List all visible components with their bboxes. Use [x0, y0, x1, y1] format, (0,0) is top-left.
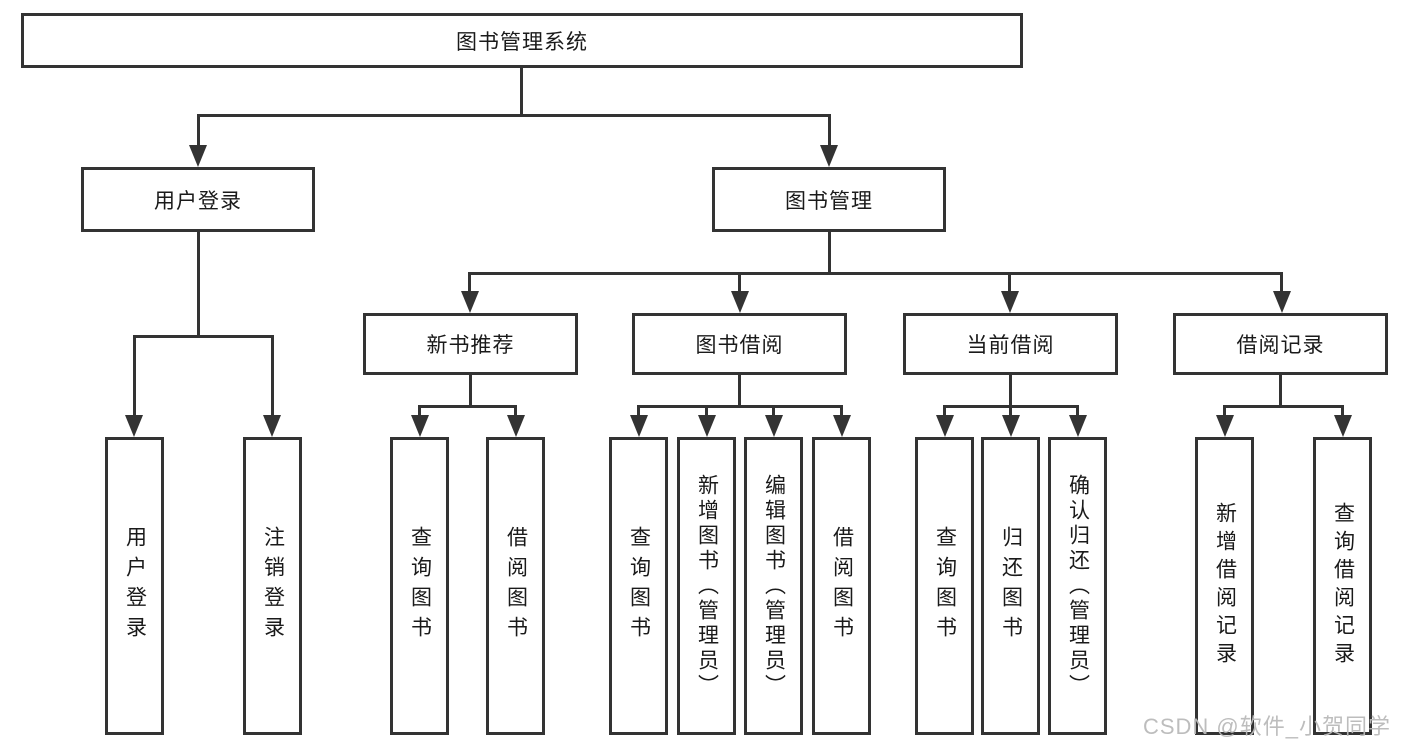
leaf-label: 查询图书: [933, 526, 957, 646]
leaf-user-login: 用户登录: [105, 437, 164, 735]
connector-v-line: [468, 272, 471, 293]
connector-h-line: [1223, 405, 1344, 408]
connector-h-line: [637, 405, 843, 408]
leaf-label: 新增借阅记录: [1213, 502, 1237, 670]
arrowhead-down-icon: [1334, 415, 1352, 437]
connector-v-line: [1009, 375, 1012, 408]
arrowhead-down-icon: [936, 415, 954, 437]
arrowhead-down-icon: [507, 415, 525, 437]
node-book-borrow: 图书借阅: [632, 313, 847, 375]
connector-v-line: [828, 232, 831, 275]
connector-h-line: [197, 114, 831, 117]
arrowhead-down-icon: [833, 415, 851, 437]
connector-v-line: [1341, 405, 1344, 417]
node-borrow-records: 借阅记录: [1173, 313, 1388, 375]
connector-v-line: [1076, 405, 1079, 417]
leaf-logout-login: 注销登录: [243, 437, 302, 735]
connector-v-line: [738, 272, 741, 293]
leaf-confirm-return-admin: 确认归还（管理员）: [1048, 437, 1107, 735]
arrowhead-down-icon: [1273, 291, 1291, 313]
leaf-label: 查询图书: [408, 526, 432, 646]
leaf-label: 查询借阅记录: [1331, 502, 1355, 670]
leaf-add-borrow-record: 新增借阅记录: [1195, 437, 1254, 735]
connector-v-line: [469, 375, 472, 408]
node-library-system: 图书管理系统: [21, 13, 1023, 68]
connector-h-line: [133, 335, 274, 338]
node-book-management: 图书管理: [712, 167, 946, 232]
connector-v-line: [828, 114, 831, 147]
connector-v-line: [197, 232, 200, 338]
connector-v-line: [1279, 375, 1282, 408]
leaf-query-borrow-record: 查询借阅记录: [1313, 437, 1372, 735]
connector-v-line: [1280, 272, 1283, 293]
arrowhead-down-icon: [189, 145, 207, 167]
leaf-borrow-books-borrow: 借阅图书: [812, 437, 871, 735]
arrowhead-down-icon: [411, 415, 429, 437]
arrowhead-down-icon: [263, 415, 281, 437]
arrowhead-down-icon: [1002, 415, 1020, 437]
connector-h-line: [418, 405, 517, 408]
leaf-label: 注销登录: [261, 526, 285, 646]
connector-v-line: [1009, 405, 1012, 417]
connector-v-line: [705, 405, 708, 417]
connector-v-line: [520, 68, 523, 117]
node-user-login: 用户登录: [81, 167, 315, 232]
connector-v-line: [772, 405, 775, 417]
connector-v-line: [133, 335, 136, 417]
leaf-query-books-recommend: 查询图书: [390, 437, 449, 735]
arrowhead-down-icon: [125, 415, 143, 437]
leaf-label: 借阅图书: [504, 526, 528, 646]
arrowhead-down-icon: [731, 291, 749, 313]
leaf-label: 新增图书（管理员）: [695, 473, 719, 699]
connector-v-line: [197, 114, 200, 147]
arrowhead-down-icon: [1216, 415, 1234, 437]
node-current-borrow: 当前借阅: [903, 313, 1118, 375]
leaf-label: 用户登录: [123, 526, 147, 646]
leaf-add-book-admin: 新增图书（管理员）: [677, 437, 736, 735]
arrowhead-down-icon: [698, 415, 716, 437]
arrowhead-down-icon: [765, 415, 783, 437]
arrowhead-down-icon: [820, 145, 838, 167]
arrowhead-down-icon: [630, 415, 648, 437]
leaf-return-book: 归还图书: [981, 437, 1040, 735]
leaf-query-books-current: 查询图书: [915, 437, 974, 735]
node-new-book-recommend: 新书推荐: [363, 313, 578, 375]
connector-v-line: [418, 405, 421, 417]
arrowhead-down-icon: [1069, 415, 1087, 437]
connector-v-line: [271, 335, 274, 417]
connector-h-line: [469, 272, 1282, 275]
connector-v-line: [943, 405, 946, 417]
leaf-label: 借阅图书: [830, 526, 854, 646]
connector-v-line: [637, 405, 640, 417]
leaf-label: 归还图书: [999, 526, 1023, 646]
leaf-label: 编辑图书（管理员）: [762, 473, 786, 699]
connector-v-line: [1223, 405, 1226, 417]
leaf-query-books-borrow: 查询图书: [609, 437, 668, 735]
leaf-label: 确认归还（管理员）: [1066, 473, 1090, 699]
connector-v-line: [840, 405, 843, 417]
watermark: CSDN @软件_小贺同学: [1142, 714, 1391, 739]
arrowhead-down-icon: [1001, 291, 1019, 313]
connector-v-line: [1008, 272, 1011, 293]
arrowhead-down-icon: [461, 291, 479, 313]
leaf-edit-book-admin: 编辑图书（管理员）: [744, 437, 803, 735]
connector-v-line: [738, 375, 741, 408]
leaf-borrow-books-recommend: 借阅图书: [486, 437, 545, 735]
leaf-label: 查询图书: [627, 526, 651, 646]
connector-v-line: [514, 405, 517, 417]
